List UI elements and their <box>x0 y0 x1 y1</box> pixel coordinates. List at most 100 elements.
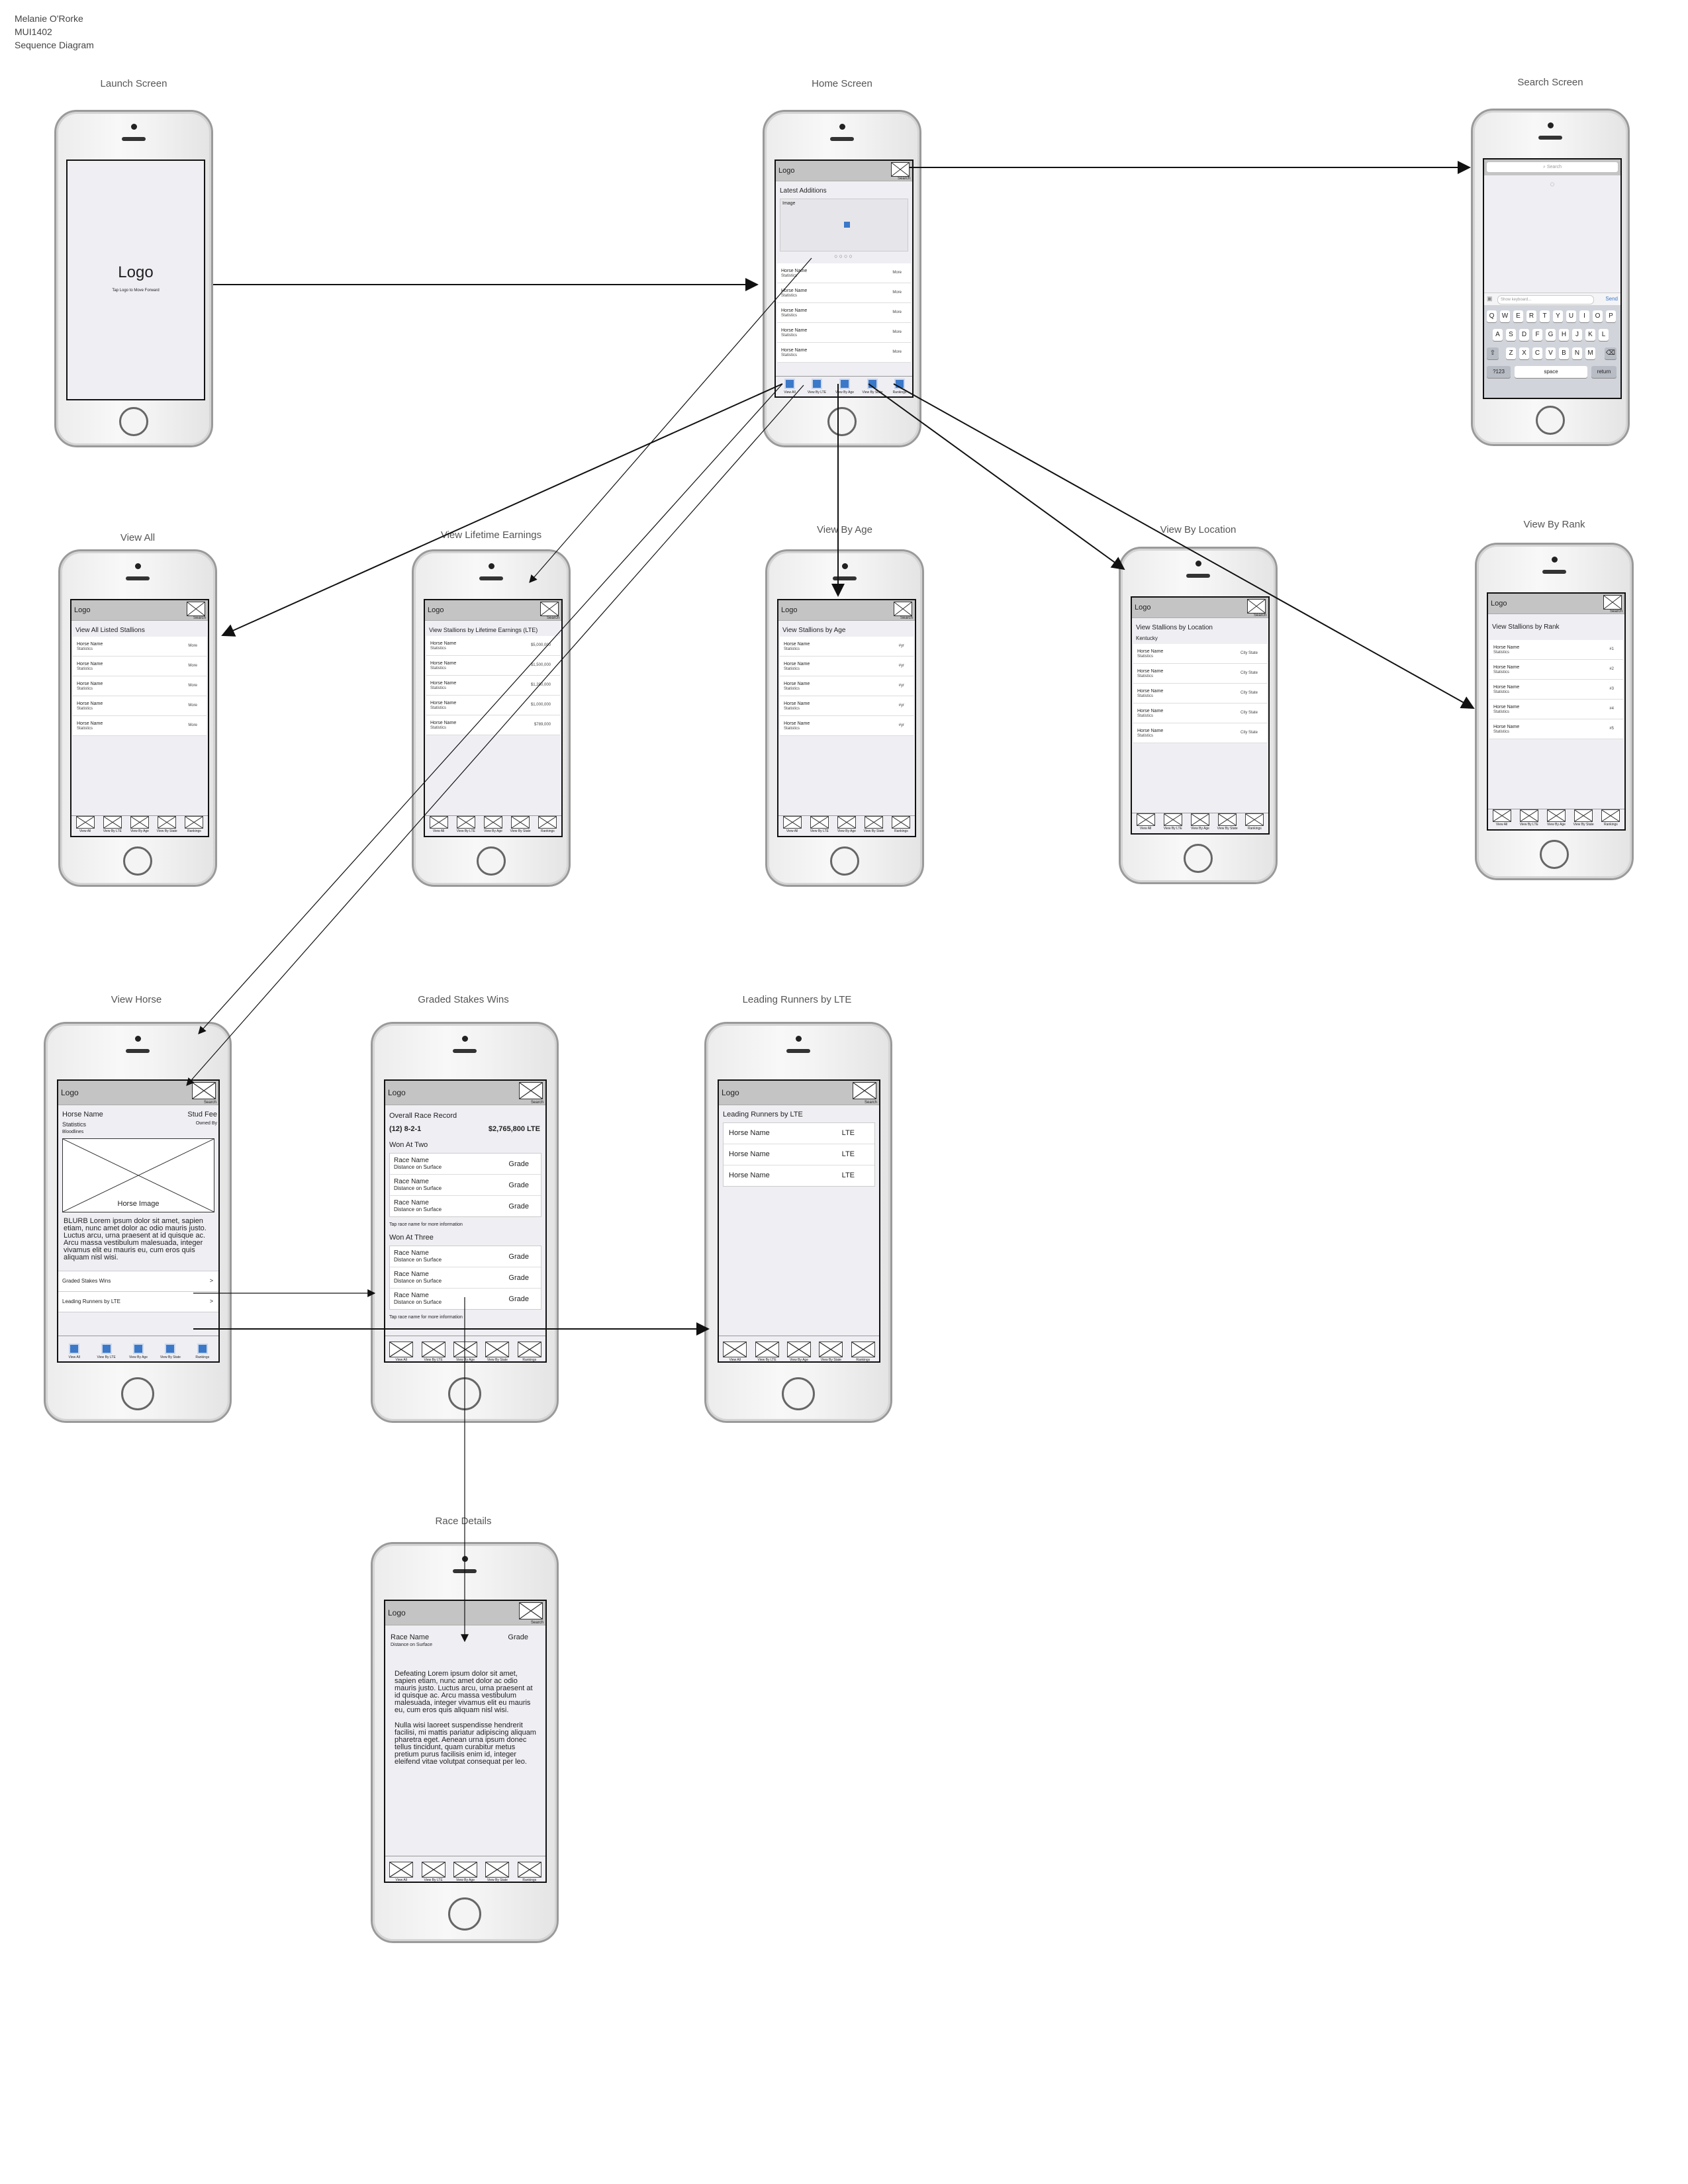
search-icon[interactable] <box>1603 595 1622 610</box>
leading-runners-link[interactable]: Leading Runners by LTE > <box>58 1292 218 1312</box>
tab-rankings[interactable]: Rankings <box>1599 809 1623 828</box>
tab-rankings[interactable]: Rankings <box>515 1342 544 1361</box>
tab-view-all[interactable]: View All <box>1133 813 1158 832</box>
launch-logo[interactable]: Logo <box>118 263 154 281</box>
tab-rankings[interactable]: Rankings <box>536 816 560 835</box>
key-t[interactable]: T <box>1540 310 1550 322</box>
tab-rankings[interactable]: Rankings <box>1243 813 1267 832</box>
tab-view-by-state[interactable]: View By State <box>1571 809 1596 828</box>
key-f[interactable]: F <box>1532 329 1542 341</box>
tab-view-all[interactable]: View All <box>720 1342 749 1361</box>
tab-view-by-lte[interactable]: View By LTE <box>418 1342 447 1361</box>
key-w[interactable]: W <box>1500 310 1510 322</box>
search-icon[interactable] <box>192 1082 216 1099</box>
tab-view-by-age[interactable]: View By Age <box>832 377 857 395</box>
tab-rankings[interactable]: Rankings <box>182 816 207 835</box>
tab-view-by-state[interactable]: View By State <box>1215 813 1240 832</box>
key-e[interactable]: E <box>1513 310 1523 322</box>
home-button[interactable] <box>782 1377 815 1410</box>
home-button[interactable] <box>448 1897 481 1931</box>
tab-view-by-state[interactable]: View By State <box>483 1862 512 1882</box>
key-q[interactable]: Q <box>1487 310 1497 322</box>
tab-view-by-lte[interactable]: View By LTE <box>1517 809 1541 828</box>
row-value[interactable]: More <box>188 704 197 707</box>
key-u[interactable]: U <box>1566 310 1576 322</box>
home-button[interactable] <box>477 846 506 876</box>
home-button[interactable] <box>827 407 857 436</box>
more-link[interactable]: More <box>892 350 902 354</box>
search-icon[interactable] <box>891 162 910 177</box>
tab-view-all[interactable]: View All <box>780 816 804 835</box>
tab-view-all[interactable]: View All <box>60 1342 89 1360</box>
search-icon[interactable] <box>519 1082 543 1099</box>
tab-view-all[interactable]: View All <box>777 377 802 395</box>
tab-view-all[interactable]: View All <box>1489 809 1514 828</box>
tab-rankings[interactable]: Rankings <box>889 816 914 835</box>
key-j[interactable]: J <box>1572 329 1582 341</box>
more-link[interactable]: More <box>892 310 902 314</box>
tab-rankings[interactable]: Rankings <box>515 1862 544 1882</box>
search-icon[interactable] <box>187 602 205 616</box>
key-a[interactable]: A <box>1493 329 1503 341</box>
home-button[interactable] <box>119 407 148 436</box>
send-button[interactable]: Send <box>1605 296 1618 302</box>
key-y[interactable]: Y <box>1553 310 1563 322</box>
home-button[interactable] <box>1184 844 1213 873</box>
search-icon[interactable] <box>519 1602 543 1619</box>
tab-view-by-state[interactable]: View By State <box>862 816 886 835</box>
return-key[interactable]: return <box>1591 366 1617 378</box>
tab-view-by-lte[interactable]: View By LTE <box>91 1342 120 1360</box>
tab-view-by-lte[interactable]: View By LTE <box>752 1342 781 1361</box>
tab-view-by-age[interactable]: View By Age <box>1188 813 1212 832</box>
key-z[interactable]: Z <box>1506 347 1516 359</box>
key-o[interactable]: O <box>1593 310 1603 322</box>
row-value[interactable]: More <box>188 664 197 668</box>
key-h[interactable]: H <box>1559 329 1569 341</box>
key-k[interactable]: K <box>1585 329 1595 341</box>
row-value[interactable]: More <box>188 723 197 727</box>
tab-view-by-age[interactable]: View By Age <box>124 1342 153 1360</box>
key-c[interactable]: C <box>1532 347 1542 359</box>
home-button[interactable] <box>1540 840 1569 869</box>
tab-view-all[interactable]: View All <box>426 816 451 835</box>
more-link[interactable]: More <box>892 291 902 295</box>
space-key[interactable]: space <box>1515 366 1587 378</box>
tab-view-all[interactable]: View All <box>73 816 97 835</box>
tab-view-by-lte[interactable]: View By LTE <box>804 377 829 395</box>
tab-view-by-age[interactable]: View By Age <box>834 816 859 835</box>
tab-view-by-age[interactable]: View By Age <box>451 1862 480 1882</box>
tab-view-by-age[interactable]: View By Age <box>127 816 152 835</box>
search-input[interactable]: ⌕ Search <box>1487 162 1618 172</box>
key-l[interactable]: L <box>1599 329 1609 341</box>
more-link[interactable]: More <box>892 271 902 275</box>
tab-rankings[interactable]: Rankings <box>188 1342 217 1360</box>
key-x[interactable]: X <box>1519 347 1529 359</box>
image-carousel[interactable]: Image <box>780 199 908 251</box>
camera-icon[interactable]: ▣ <box>1487 295 1493 302</box>
key-g[interactable]: G <box>1546 329 1556 341</box>
